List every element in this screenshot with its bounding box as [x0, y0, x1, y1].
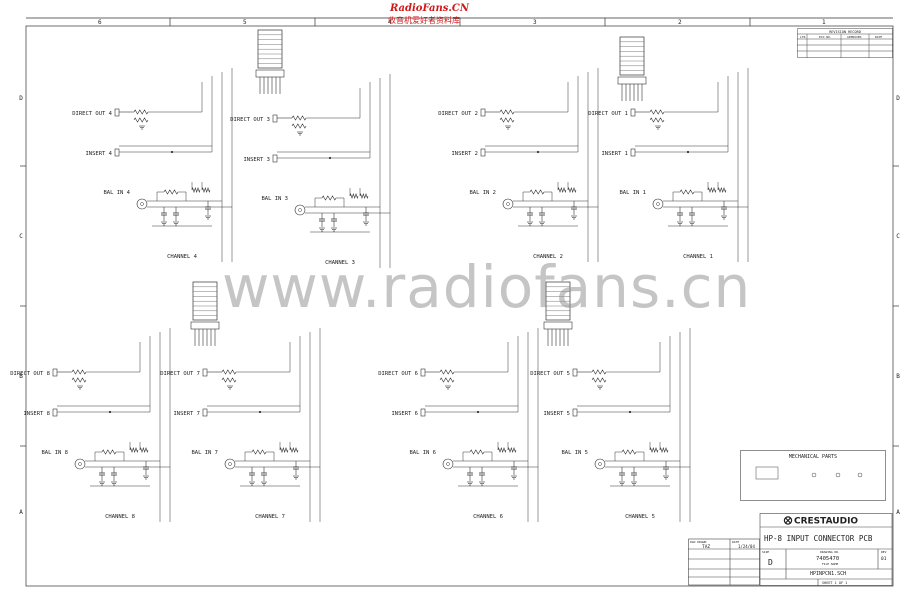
channel-block: DIRECT OUT 2 INSERT 2 BAL IN 2 CHANNEL 2: [438, 68, 599, 262]
direct-out-label: DIRECT OUT 1: [588, 111, 628, 117]
crest-logo-icon: [783, 516, 793, 525]
insert-label: INSERT 2: [452, 151, 479, 157]
ribbon-connector: [255, 29, 285, 94]
insert-label: INSERT 6: [392, 411, 419, 417]
revision-col-eco: ECO NO.: [819, 35, 832, 39]
border-column-label: 2: [678, 19, 682, 26]
insert-label: INSERT 1: [602, 151, 629, 157]
border-row-label: A: [19, 509, 23, 516]
title-block: CRESTAUDIO HP-8 INPUT CONNECTOR PCB DGD …: [688, 513, 893, 586]
revision-header: REVISION RECORD: [829, 30, 861, 34]
xlr-jack-icon: [502, 198, 514, 210]
border-row-label: A: [896, 509, 900, 516]
revision-col-ltr: LTR: [800, 35, 806, 39]
bal-in-label: BAL IN 2: [470, 190, 497, 196]
ribbon-connector: [617, 36, 647, 101]
bal-in-label: BAL IN 8: [42, 450, 69, 456]
insert-label: INSERT 5: [544, 411, 571, 417]
direct-out-label: DIRECT OUT 8: [10, 371, 50, 377]
watermark-site-cn: 收音机爱好者资料库: [388, 16, 460, 25]
company-name: CRESTAUDIO: [794, 517, 858, 527]
xlr-jack-icon: [442, 458, 454, 470]
border-row-label: C: [896, 233, 900, 240]
channel-label: CHANNEL 5: [625, 514, 655, 520]
direct-out-label: DIRECT OUT 5: [530, 371, 570, 377]
bal-in-label: BAL IN 1: [620, 190, 647, 196]
bal-in-label: BAL IN 5: [562, 450, 589, 456]
bal-in-label: BAL IN 4: [104, 190, 131, 196]
channel-block: DIRECT OUT 3 INSERT 3 BAL IN 3 CHANNEL 3: [230, 74, 391, 268]
drawing-number: 7405470: [816, 556, 839, 562]
border-row-label: B: [19, 373, 23, 380]
border-column-label: 6: [98, 19, 102, 26]
channel-block: DIRECT OUT 5 INSERT 5 BAL IN 5 CHANNEL 5: [530, 328, 691, 522]
border-column-label: 5: [243, 19, 247, 26]
channel-label: CHANNEL 6: [473, 514, 503, 520]
drawn-by-label: DGD DRAWN: [690, 540, 706, 544]
channel-block: DIRECT OUT 8 INSERT 8 BAL IN 8 CHANNEL 8: [10, 328, 171, 522]
direct-out-label: DIRECT OUT 2: [438, 111, 478, 117]
rev-label: REV: [881, 550, 887, 554]
xlr-jack-icon: [594, 458, 606, 470]
xlr-jack-icon: [74, 458, 86, 470]
drawn-by: TAZ: [702, 544, 710, 550]
revision-col-date: DATE: [875, 35, 882, 39]
border-column-label: 1: [822, 19, 826, 26]
border-row-label: C: [19, 233, 23, 240]
ribbon-connector: [190, 281, 220, 346]
insert-label: INSERT 3: [244, 157, 271, 163]
watermark-url: www.radiofans.cn: [222, 253, 752, 321]
bal-in-label: BAL IN 3: [262, 196, 289, 202]
ribbon-connector: [543, 281, 573, 346]
border-column-label: 3: [533, 19, 537, 26]
direct-out-label: DIRECT OUT 7: [160, 371, 200, 377]
direct-out-label: DIRECT OUT 3: [230, 117, 270, 123]
xlr-jack-icon: [652, 198, 664, 210]
bal-in-label: BAL IN 7: [192, 450, 219, 456]
border-row-label: D: [19, 95, 23, 102]
mechanical-parts-box: MECHANICAL PARTS: [740, 450, 886, 501]
xlr-jack-icon: [224, 458, 236, 470]
channel-label: CHANNEL 8: [105, 514, 135, 520]
drawing-number-label: DRAWING NO.: [820, 550, 840, 554]
xlr-jack-icon: [294, 204, 306, 216]
watermark-site: RadioFans.CN: [390, 3, 469, 14]
channel-label: CHANNEL 2: [533, 254, 563, 260]
revision-col-approved: APPROVED: [847, 35, 862, 39]
channel-label: CHANNEL 7: [255, 514, 285, 520]
channel-block: DIRECT OUT 7 INSERT 7 BAL IN 7 CHANNEL 7: [160, 328, 321, 522]
border-row-label: B: [896, 373, 900, 380]
date-label: DATE: [732, 540, 739, 544]
mechanical-parts-title: MECHANICAL PARTS: [789, 454, 837, 460]
drawing-title: HP-8 INPUT CONNECTOR PCB: [764, 534, 873, 543]
sheet-number: SHEET 1 OF 1: [822, 581, 847, 585]
insert-label: INSERT 8: [24, 411, 51, 417]
direct-out-label: DIRECT OUT 6: [378, 371, 418, 377]
sheet-size: D: [768, 558, 773, 567]
channel-label: CHANNEL 3: [325, 260, 355, 266]
file-name-label: FILE NAME: [822, 562, 838, 566]
revision-record: REVISION RECORD LTR ECO NO. APPROVED DAT…: [797, 28, 893, 58]
border-column-label: 4: [388, 19, 392, 26]
direct-out-label: DIRECT OUT 4: [72, 111, 112, 117]
channel-label: CHANNEL 4: [167, 254, 197, 260]
drawing-date: 1/24/04: [738, 544, 755, 549]
xlr-jack-icon: [136, 198, 148, 210]
channel-block: DIRECT OUT 6 INSERT 6 BAL IN 6 CHANNEL 6: [378, 328, 539, 522]
channel-label: CHANNEL 1: [683, 254, 713, 260]
insert-label: INSERT 7: [174, 411, 201, 417]
channel-block: DIRECT OUT 4 INSERT 4 BAL IN 4 CHANNEL 4: [72, 68, 233, 262]
channel-block: DIRECT OUT 1 INSERT 1 BAL IN 1 CHANNEL 1: [588, 68, 749, 262]
size-label: SIZE: [762, 550, 769, 554]
revision-number: 01: [881, 556, 887, 562]
file-name: HPINPCN1.SCH: [810, 571, 846, 577]
bal-in-label: BAL IN 6: [410, 450, 437, 456]
insert-label: INSERT 4: [86, 151, 113, 157]
border-row-label: D: [896, 95, 900, 102]
